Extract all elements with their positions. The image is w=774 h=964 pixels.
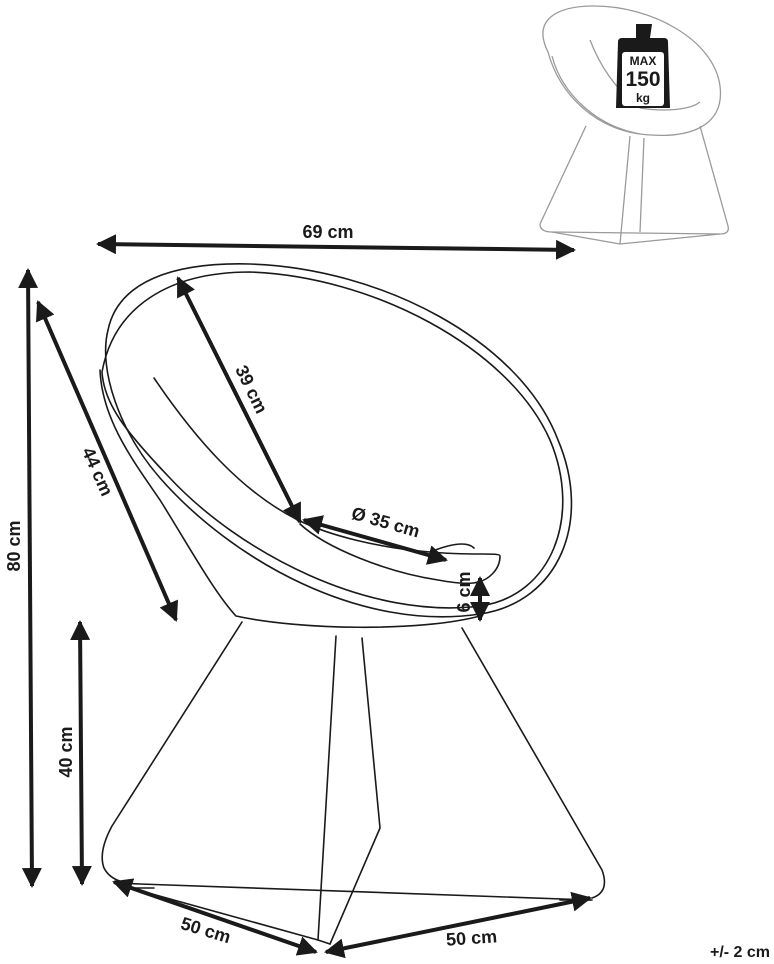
width-arrow bbox=[96, 234, 576, 260]
cushion-label: 6 cm bbox=[454, 571, 474, 612]
width-label: 69 cm bbox=[302, 222, 353, 242]
base-right-label: 50 cm bbox=[445, 926, 497, 950]
seat-rim-outer bbox=[104, 263, 573, 618]
max-value: 150 bbox=[625, 68, 660, 91]
seat-cushion bbox=[153, 377, 501, 583]
height-total-label: 80 cm bbox=[4, 520, 24, 571]
seat-depth-arrow bbox=[35, 300, 179, 622]
seat-height-arrow bbox=[70, 620, 92, 886]
chair-drawing bbox=[99, 263, 606, 945]
max-label: MAX bbox=[630, 54, 657, 68]
max-load-badge: MAX 150 kg bbox=[616, 24, 670, 108]
leg-back-1 bbox=[317, 635, 337, 945]
leg-left bbox=[101, 621, 591, 901]
base-left-arrow bbox=[112, 878, 318, 956]
base-right-arrow bbox=[324, 891, 592, 959]
backrest-label: 39 cm bbox=[231, 362, 271, 417]
seat-height-label: 40 cm bbox=[56, 726, 76, 777]
tolerance-note: +/- 2 cm bbox=[710, 944, 770, 961]
max-unit: kg bbox=[636, 91, 650, 105]
chair-thumbnail bbox=[539, 5, 729, 245]
leg-back-2 bbox=[329, 637, 381, 945]
seat-diameter-arrow bbox=[302, 515, 448, 565]
height-total-arrow bbox=[18, 268, 42, 888]
seat-rim-inner bbox=[101, 271, 564, 609]
dimension-lines bbox=[18, 234, 592, 959]
backrest-arrow bbox=[176, 276, 302, 524]
leg-right bbox=[461, 627, 606, 899]
